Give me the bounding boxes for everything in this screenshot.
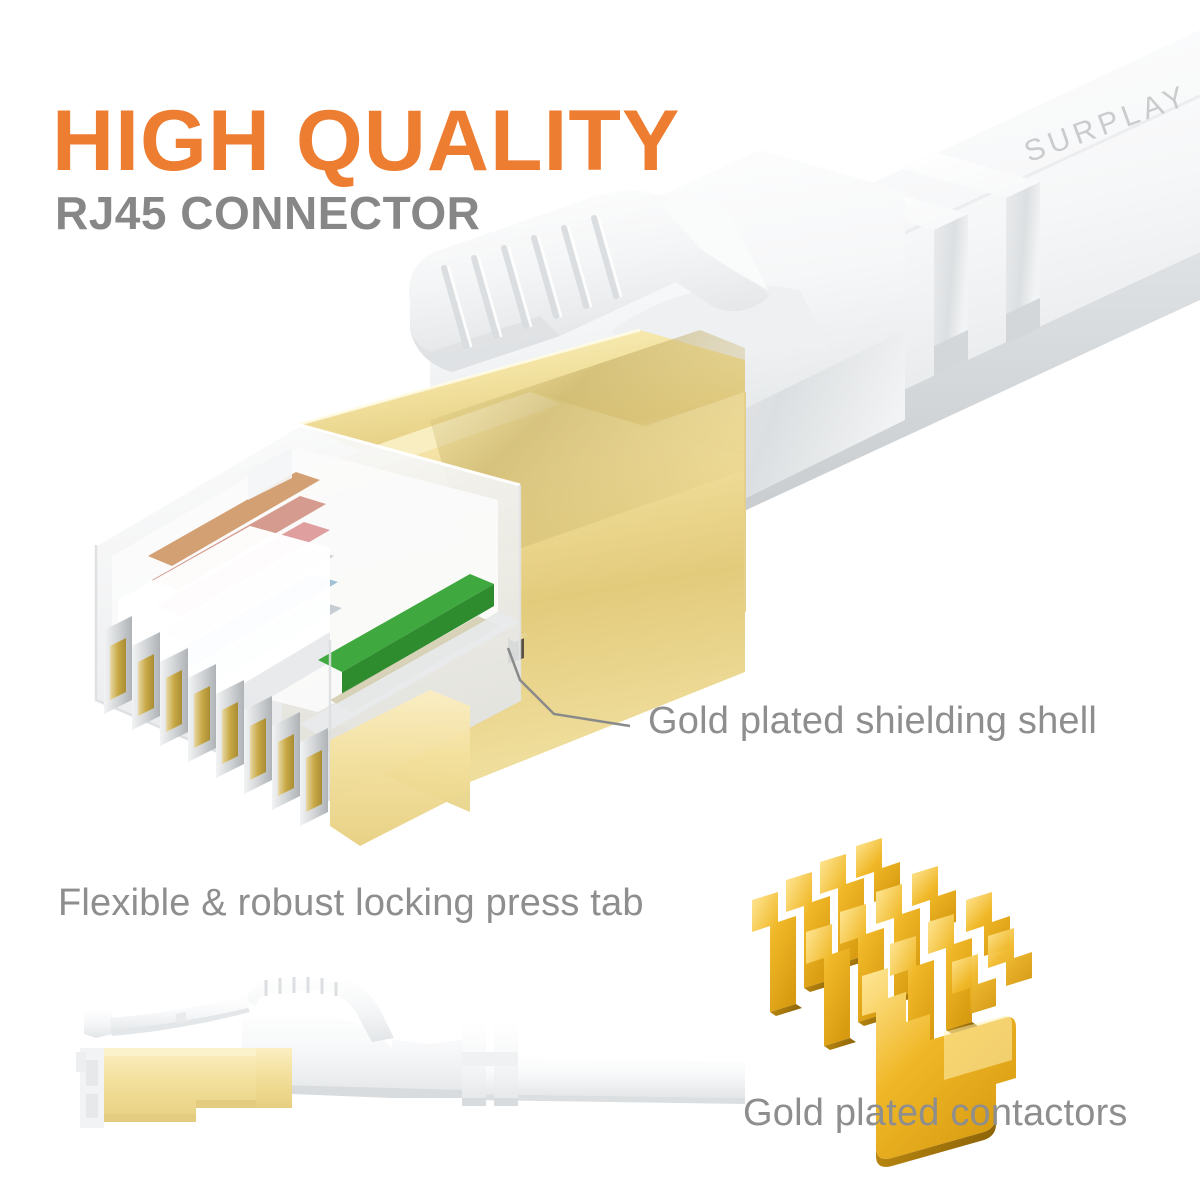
contact-pins-main bbox=[104, 616, 328, 826]
transparent-housing bbox=[94, 423, 522, 802]
contactor-blade bbox=[912, 866, 956, 930]
side-strain-relief-fins bbox=[462, 1022, 518, 1106]
side-locking-press-tab bbox=[84, 976, 394, 1042]
side-flat-cable bbox=[470, 1056, 745, 1098]
contactor-rear-nubs bbox=[952, 928, 1032, 1014]
page-title: HIGH QUALITY bbox=[52, 92, 681, 189]
page-subtitle: RJ45 CONNECTOR bbox=[55, 187, 481, 240]
contactor-blade bbox=[806, 924, 856, 1050]
callout-label-gold-plated-shielding-shell: Gold plated shielding shell bbox=[648, 700, 1098, 742]
contactor-blade bbox=[752, 892, 802, 1016]
side-connector-boot bbox=[242, 1008, 462, 1098]
side-connector-nose bbox=[76, 1040, 104, 1128]
cable-strain-relief-fins bbox=[828, 152, 1040, 376]
contactor-blade bbox=[856, 838, 900, 902]
locking-press-tab bbox=[409, 190, 770, 372]
side-connector-figure bbox=[76, 976, 745, 1128]
nose-gold-tab bbox=[330, 690, 470, 846]
callout-label-gold-plated-contactors: Gold plated contactors bbox=[743, 1092, 1128, 1134]
side-gold-shell bbox=[100, 1048, 292, 1122]
callout-label-flexible-robust-locking-press-tab: Flexible & robust locking press tab bbox=[58, 882, 644, 924]
main-connector-figure bbox=[94, 18, 1200, 846]
leader-line-shielding-shell bbox=[506, 647, 631, 728]
gold-contactors-figure bbox=[752, 838, 1032, 1167]
contactor-blade-front bbox=[862, 968, 1016, 1167]
